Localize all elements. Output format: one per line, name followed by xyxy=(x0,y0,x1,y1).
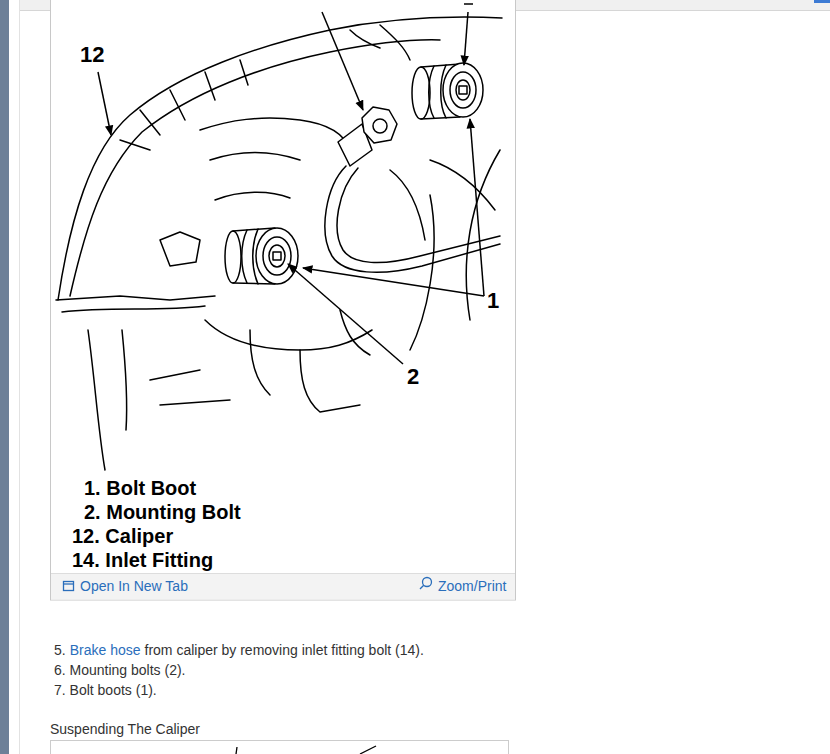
caliper-drawing xyxy=(236,746,376,754)
step-text: 6. Mounting bolts (2). xyxy=(54,662,186,679)
legend-entry: 14. Inlet Fitting xyxy=(72,548,213,572)
caliper-drawing xyxy=(56,17,502,470)
callout-number: 12 xyxy=(80,42,104,68)
step-number: 5. xyxy=(54,642,66,659)
legend-entry: 1. Bolt Boot xyxy=(84,476,196,500)
step-text: from caliper by removing inlet fitting b… xyxy=(145,642,424,659)
top-bar xyxy=(814,0,830,3)
section-heading: Suspending The Caliper xyxy=(50,721,200,738)
leader-lines xyxy=(98,4,484,364)
toolbar-link: Zoom/Print xyxy=(438,578,506,595)
callout-number: 1 xyxy=(487,288,499,314)
figure-toolbar xyxy=(51,573,515,574)
figure-frame xyxy=(51,741,509,754)
hose-link: Brake hose xyxy=(70,642,141,659)
figure-toolbar xyxy=(51,573,515,600)
step-line: 5.Brake hosefrom caliper by removing inl… xyxy=(54,642,424,659)
legend-entry: 12. Caliper xyxy=(72,524,173,548)
callout-number: 2 xyxy=(407,364,419,390)
figure-frame xyxy=(51,0,516,600)
window-edge xyxy=(19,0,20,754)
legend-entry: 2. Mounting Bolt xyxy=(84,500,241,524)
window-edge xyxy=(0,0,9,754)
toolbar-link: Open In New Tab xyxy=(80,578,188,595)
step-text: 7. Bolt boots (1). xyxy=(54,682,157,699)
